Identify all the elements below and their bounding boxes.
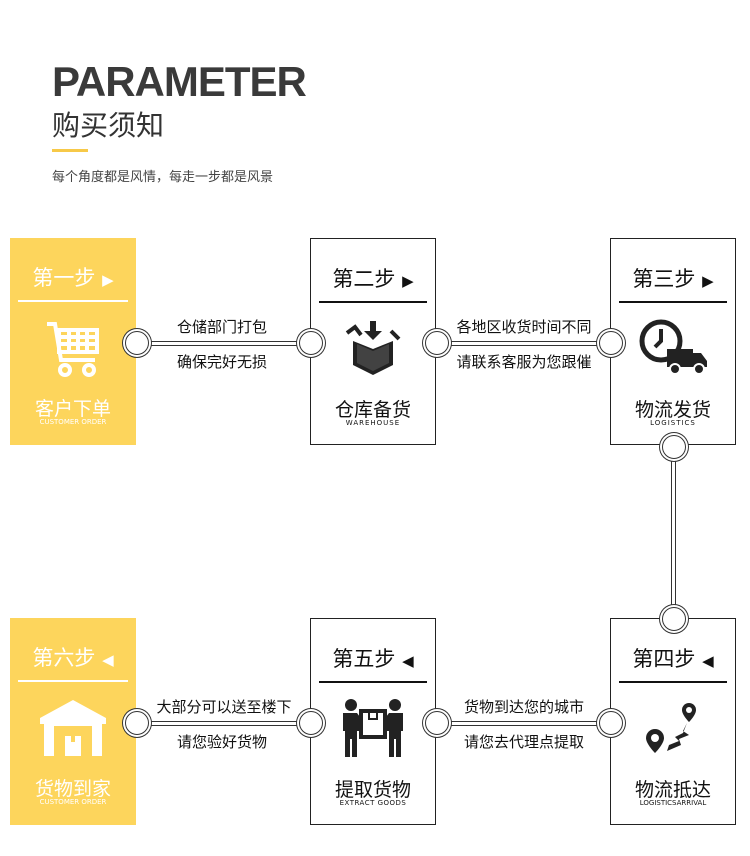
step-heading: 第六步 ◀	[18, 642, 128, 682]
step-en-name: CUSTOMER ORDER	[39, 418, 107, 426]
step-en-name: CUSTOMER ORDER	[39, 798, 107, 806]
slogan: 每个角度都是风情，每走一步都是风景	[52, 170, 274, 185]
shopping-cart-icon	[10, 318, 136, 378]
connector-line-2-3	[437, 341, 610, 346]
step-name: 仓库备货	[334, 399, 411, 421]
step-label: 第五步	[332, 647, 396, 671]
step-label: 第三步	[632, 267, 696, 291]
connector-dot	[599, 331, 623, 355]
connector-line-4-5	[437, 721, 610, 726]
arrow-right-icon: ▶	[702, 272, 714, 290]
step-en-name: LOGISTICSARRIVAL	[639, 799, 707, 807]
arrow-left-icon: ◀	[102, 651, 114, 669]
page-title: PARAMETER	[52, 58, 307, 105]
arrow-left-icon: ◀	[702, 652, 714, 670]
connector-text-top: 货物到达您的城市	[463, 698, 584, 716]
connector-text-bottom: 确保完好无损	[176, 353, 267, 371]
step-card-1: 第一步 ▶ 客户下单 CUSTOMER ORDER	[10, 238, 136, 445]
connector-dot	[299, 711, 323, 735]
connector-line-1-2	[137, 341, 310, 346]
connector-dot	[125, 331, 149, 355]
connector-dot	[125, 711, 149, 735]
step-en-name: EXTRACT GOODS	[339, 799, 407, 807]
connector-dot	[299, 331, 323, 355]
page-subtitle: 购买须知	[52, 109, 165, 142]
connector-dot	[662, 607, 686, 631]
connector-line-3-4	[671, 446, 676, 618]
connector-text-bottom: 请您去代理点提取	[463, 733, 584, 751]
connector-dot	[425, 331, 449, 355]
delivery-truck-icon	[611, 319, 735, 379]
step-card-3: 第三步 ▶ 物流发货 LOGISTICS	[610, 238, 736, 445]
map-route-icon	[611, 699, 735, 759]
step-label: 第四步	[632, 647, 696, 671]
connector-text-top: 大部分可以送至楼下	[156, 698, 292, 716]
step-card-6: 第六步 ◀ 货物到家 CUSTOMER ORDER	[10, 618, 136, 825]
home-garage-icon	[10, 698, 136, 758]
step-name: 货物到家	[34, 778, 111, 800]
step-heading: 第三步 ▶	[619, 263, 727, 303]
step-name: 物流发货	[634, 399, 711, 421]
connector-line-5-6	[137, 721, 310, 726]
connector-text-top: 仓储部门打包	[176, 318, 267, 336]
connector-dot	[425, 711, 449, 735]
step-en-name: WAREHOUSE	[345, 419, 401, 427]
step-card-2: 第二步 ▶ 仓库备货 WAREHOUSE	[310, 238, 436, 445]
step-card-4: 第四步 ◀ 物流抵达 LOGISTICSARRIVAL	[610, 618, 736, 825]
box-icon	[311, 319, 435, 379]
step-heading: 第四步 ◀	[619, 643, 727, 683]
arrow-right-icon: ▶	[102, 271, 114, 289]
arrow-left-icon: ◀	[402, 652, 414, 670]
step-label: 第二步	[332, 267, 396, 291]
step-name: 提取货物	[334, 779, 411, 801]
step-label: 第六步	[32, 646, 96, 670]
arrow-right-icon: ▶	[402, 272, 414, 290]
connector-text-top: 各地区收货时间不同	[456, 318, 592, 336]
step-en-name: LOGISTICS	[650, 419, 696, 427]
step-label: 第一步	[32, 266, 96, 290]
step-name: 客户下单	[34, 398, 111, 420]
step-heading: 第五步 ◀	[319, 643, 427, 683]
step-card-5: 第五步 ◀ 提取货物 EXTRACT GOODS	[310, 618, 436, 825]
connector-text-bottom: 请您验好货物	[176, 733, 267, 751]
step-heading: 第一步 ▶	[18, 262, 128, 302]
carry-box-icon	[311, 699, 435, 759]
connector-dot	[599, 711, 623, 735]
connector-text-bottom: 请联系客服为您跟催	[456, 353, 592, 371]
step-name: 物流抵达	[634, 779, 711, 801]
accent-divider	[52, 149, 88, 152]
connector-dot	[662, 435, 686, 459]
step-heading: 第二步 ▶	[319, 263, 427, 303]
